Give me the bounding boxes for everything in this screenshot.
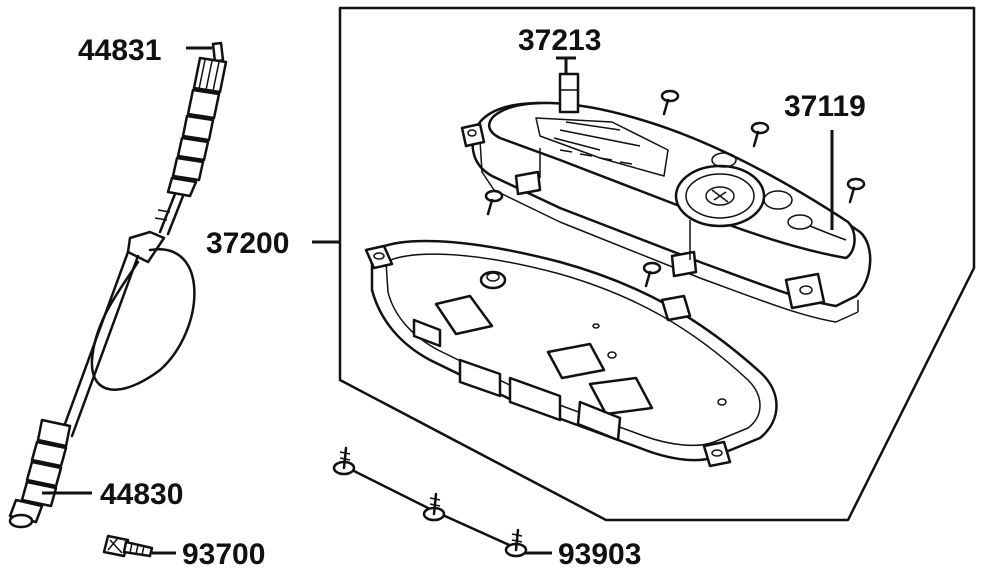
meter-bulb xyxy=(558,72,580,114)
label-37213: 37213 xyxy=(518,24,601,57)
label-93700: 93700 xyxy=(182,538,265,571)
speedometer-cable xyxy=(8,41,228,529)
label-37119: 37119 xyxy=(784,90,866,123)
meter-lower-case xyxy=(364,239,778,468)
assembly-outline xyxy=(338,6,976,522)
meter-upper-cover xyxy=(460,101,872,323)
meter-screws xyxy=(484,89,866,288)
label-37200: 37200 xyxy=(206,227,289,260)
label-44830: 44830 xyxy=(100,478,183,511)
leader-lines xyxy=(42,46,834,555)
label-44831: 44831 xyxy=(78,34,161,67)
label-93903: 93903 xyxy=(558,538,641,571)
screws-93903 xyxy=(332,446,528,558)
screw-93700 xyxy=(102,534,154,558)
